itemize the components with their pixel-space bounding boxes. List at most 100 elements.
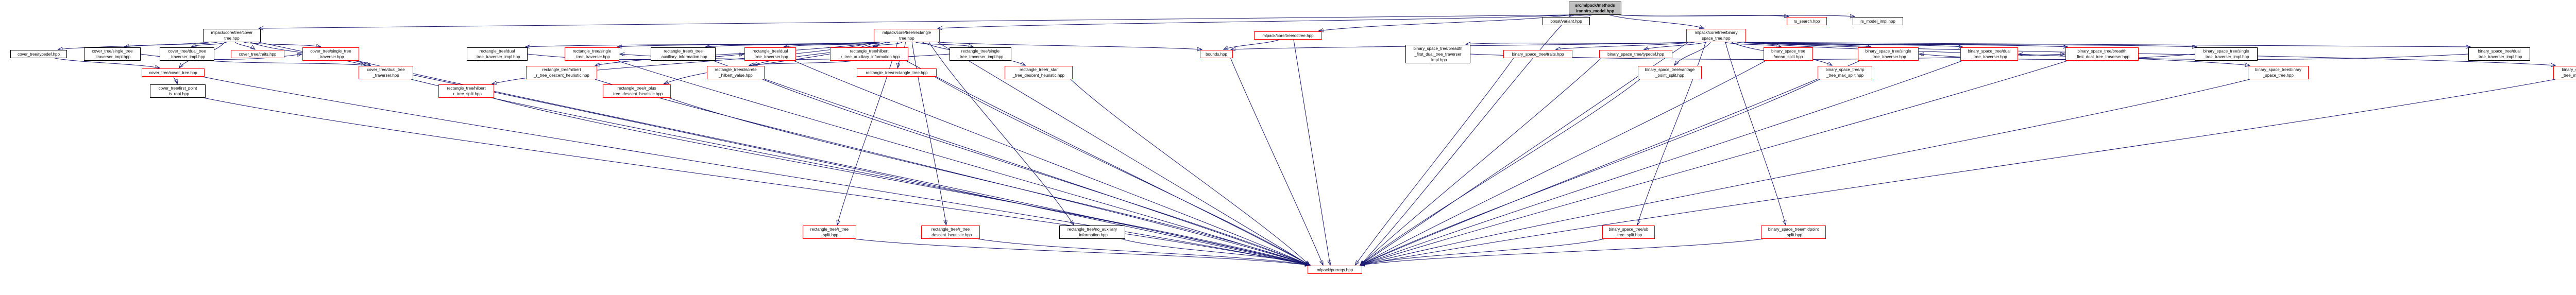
edge-bst-bst_bf_impl [1466,42,1689,44]
edge-bst_bf-prereqs [1360,60,2068,265]
graph-node-bst_vantage[interactable]: binary_space_tree/vantage _point_split.h… [1638,66,1702,79]
graph-node-ct_dt_impl[interactable]: cover_tree/dual_tree _traverser_impl.hpp [160,47,214,61]
edge-rt_rstar_desc-prereqs [1070,79,1310,265]
edge-rt_hilbert_split-prereqs [492,97,1310,265]
edge-bst_bst-prereqs [1360,79,2250,265]
graph-node-rt_dt[interactable]: rectangle_tree/dual _tree_traverser.hpp [744,47,796,61]
graph-node-ct_traits[interactable]: cover_tree/traits.hpp [231,50,284,58]
graph-node-bst_st[interactable]: binary_space_tree/single _tree_traverser… [1858,47,1919,61]
edge-bst_dt-prereqs [1360,60,1963,265]
graph-node-rt_rplus_desc[interactable]: rectangle_tree/r_plus _tree_descent_heur… [603,84,671,98]
edge-bst_typedef-prereqs [1360,58,1602,265]
edge-bst-bst_midpoint [1725,42,1786,225]
graph-node-rectangle_tree[interactable]: mlpack/core/tree/rectangle tree.hpp [874,29,940,42]
edge-bst-bst_st_impl [1743,42,2197,47]
graph-node-boost_variant[interactable]: boost/variant.hpp [1543,17,1590,25]
graph-node-main: src/mlpack/methods /rann/rs_model.hpp [1569,2,1621,15]
edge-ct_fpir-prereqs [203,97,1310,265]
graph-node-rt_st_impl[interactable]: rectangle_tree/single _tree_traverser_im… [950,47,1011,61]
edge-bst-bst_vantage [1674,42,1711,65]
edge-bst_traits-prereqs [1355,58,1514,265]
graph-node-bst_midpoint[interactable]: binary_space_tree/midpoint _split.hpp [1761,225,1826,239]
edge-no_aux-prereqs [1121,238,1311,265]
graph-node-rt_discrete[interactable]: rectangle_tree/discrete _hilbert_value.h… [707,66,765,79]
graph-node-bst_dt[interactable]: binary_space_tree/dual _tree_traverser.h… [1960,47,2018,61]
graph-node-ct_typedef[interactable]: cover_tree/typedef.hpp [10,50,67,58]
graph-node-rt_dt_impl[interactable]: rectangle_tree/dual _tree_traverser_impl… [467,47,528,61]
graph-node-cover_tree[interactable]: mlpack/core/tree/cover tree.hpp [203,29,261,42]
graph-node-ct_st_impl[interactable]: cover_tree/single_tree _traverser_impl.h… [84,47,141,61]
graph-node-bst_typedef[interactable]: binary_space_tree/typedef.hpp [1599,50,1672,58]
edge-rectangle_tree-rt_discrete [753,42,887,65]
graph-node-bst_traits[interactable]: binary_space_tree/traits.hpp [1503,50,1572,58]
graph-node-octree[interactable]: mlpack/core/tree/octree.hpp [1254,31,1322,40]
edge-bst-bst_ub [1637,42,1706,225]
edge-rt_rect-prereqs [934,76,1310,265]
edge-bst_midpoint-prereqs [1360,238,1764,265]
edge-ct_dt_impl-ct_dt [211,60,366,65]
edge-rt_rplus_desc-prereqs [668,97,1310,265]
graph-node-rt_x_aux[interactable]: rectangle_tree/x_tree _auxiliary_informa… [651,47,716,61]
edge-rt_dt_impl-rt_dt [527,54,744,60]
graph-node-bst_dt_impl[interactable]: binary_space_tree/dual _tree_traverser_i… [2468,47,2530,61]
graph-node-rs_search[interactable]: rs_search.hpp [1787,17,1827,25]
edge-octree-bounds [1224,39,1280,49]
edge-bst_ub-prereqs [1360,238,1605,265]
graph-node-no_aux[interactable]: rectangle_tree/no_auxiliary _information… [1059,225,1125,239]
edge-rt_dt-prereqs [793,60,1310,265]
edge-rt_hilbert_aux-rt_discrete [749,60,853,65]
edge-bst-bst_bf [1743,42,2067,47]
edge-rectangle_tree-rt_st [617,42,876,47]
graph-node-rt_hilbert_desc[interactable]: rectangle_tree/hilbert _r_tree_descent_h… [526,66,597,79]
graph-node-ct_fpir[interactable]: cover_tree/first_point _is_root.hpp [150,84,206,98]
edge-rectangle_tree-prereqs [937,42,1310,265]
edge-rt_discrete-prereqs [762,79,1310,265]
edge-bst_rp_max-prereqs [1360,79,1820,265]
graph-node-ct_dt[interactable]: cover_tree/dual_tree _traverser.hpp [359,66,413,79]
graph-node-bst_st_impl[interactable]: binary_space_tree/single _tree_traverser… [2195,47,2258,61]
graph-node-r_tree_split[interactable]: rectangle_tree/r_tree _split.hpp [803,225,856,239]
graph-node-bst[interactable]: mlpack/core/tree/binary space_tree.hpp [1686,29,1746,42]
graph-node-ct_cover[interactable]: cover_tree/cover_tree.hpp [142,68,205,77]
edge-cover_tree-ct_st_impl [124,42,218,47]
edge-rectangle_tree-rt_dt [784,42,891,47]
edge-rectangle_tree-no_aux [928,42,1074,225]
graph-node-prereqs[interactable]: mlpack/prereqs.hpp [1308,266,1362,274]
graph-node-bst_bf_impl[interactable]: binary_space_tree/breadth _first_dual_tr… [1405,45,1470,63]
graph-node-bounds[interactable]: bounds.hpp [1200,50,1233,58]
edge-r_tree_desc-prereqs [977,238,1310,265]
edge-rt_hilbert_desc-prereqs [595,79,1310,265]
edge-rectangle_tree-rt_hilbert_desc [595,42,876,65]
graph-node-bst_bf[interactable]: binary_space_tree/breadth _first_dual_tr… [2065,47,2139,61]
edge-rectangle_tree-r_tree_split [837,42,898,225]
graph-node-rs_model_impl[interactable]: rs_model_impl.hpp [1853,17,1903,25]
graph-node-rt_rstar_desc[interactable]: rectangle_tree/r_star _tree_descent_heur… [1005,66,1073,79]
graph-node-bst_rp_mean[interactable]: binary_space_tree/rp _tree_mean_split.hp… [2553,66,2576,79]
graph-node-rt_st[interactable]: rectangle_tree/single _tree_traverser.hp… [565,47,619,61]
edge-main-bst [1609,14,1704,28]
edge-bst-bst_st [1737,42,1871,47]
edge-ct_cover-prereqs [202,76,1310,265]
edge-main-boost_variant [1569,15,1592,16]
edge-rectangle_tree-r_tree_desc [911,42,946,225]
graph-node-r_tree_desc[interactable]: rectangle_tree/r_tree _descent_heuristic… [921,225,980,239]
edge-rectangle_tree-bounds [937,42,1202,49]
graph-node-bst_ub[interactable]: binary_space_tree/ub _tree_split.hpp [1602,225,1655,239]
graph-node-rt_rect[interactable]: rectangle_tree/rectangle_tree.hpp [857,68,937,77]
edge-bst-bst_typedef [1644,42,1707,49]
graph-node-bst_bst[interactable]: binary_space_tree/binary _space_tree.hpp [2248,66,2309,79]
graph-node-rt_hilbert_aux[interactable]: rectangle_tree/hilbert _r_tree_auxiliary… [830,47,908,61]
graph-node-bst_rp_max[interactable]: binary_space_tree/rp _tree_max_split.hpp [1818,66,1872,79]
edge-bst-bst_mean [1724,42,1781,47]
edge-bounds-prereqs [1230,58,1323,265]
edge-main-rs_model_impl [1619,15,1855,16]
edge-rt_x_aux-prereqs [713,60,1310,265]
edge-rt_hilbert_aux-prereqs [906,60,1310,265]
edge-bst_st-prereqs [1360,60,1860,265]
graph-node-ct_st[interactable]: cover_tree/single_tree _traverser.hpp [302,47,359,61]
graph-node-rt_hilbert_split[interactable]: rectangle_tree/hilbert _r_tree_split.hpp [438,84,494,98]
edge-ct_dt-prereqs [411,79,1310,265]
graph-node-bst_mean[interactable]: binary_space_tree /mean_split.hpp [1764,47,1813,61]
edge-r_tree_split-prereqs [854,238,1310,265]
